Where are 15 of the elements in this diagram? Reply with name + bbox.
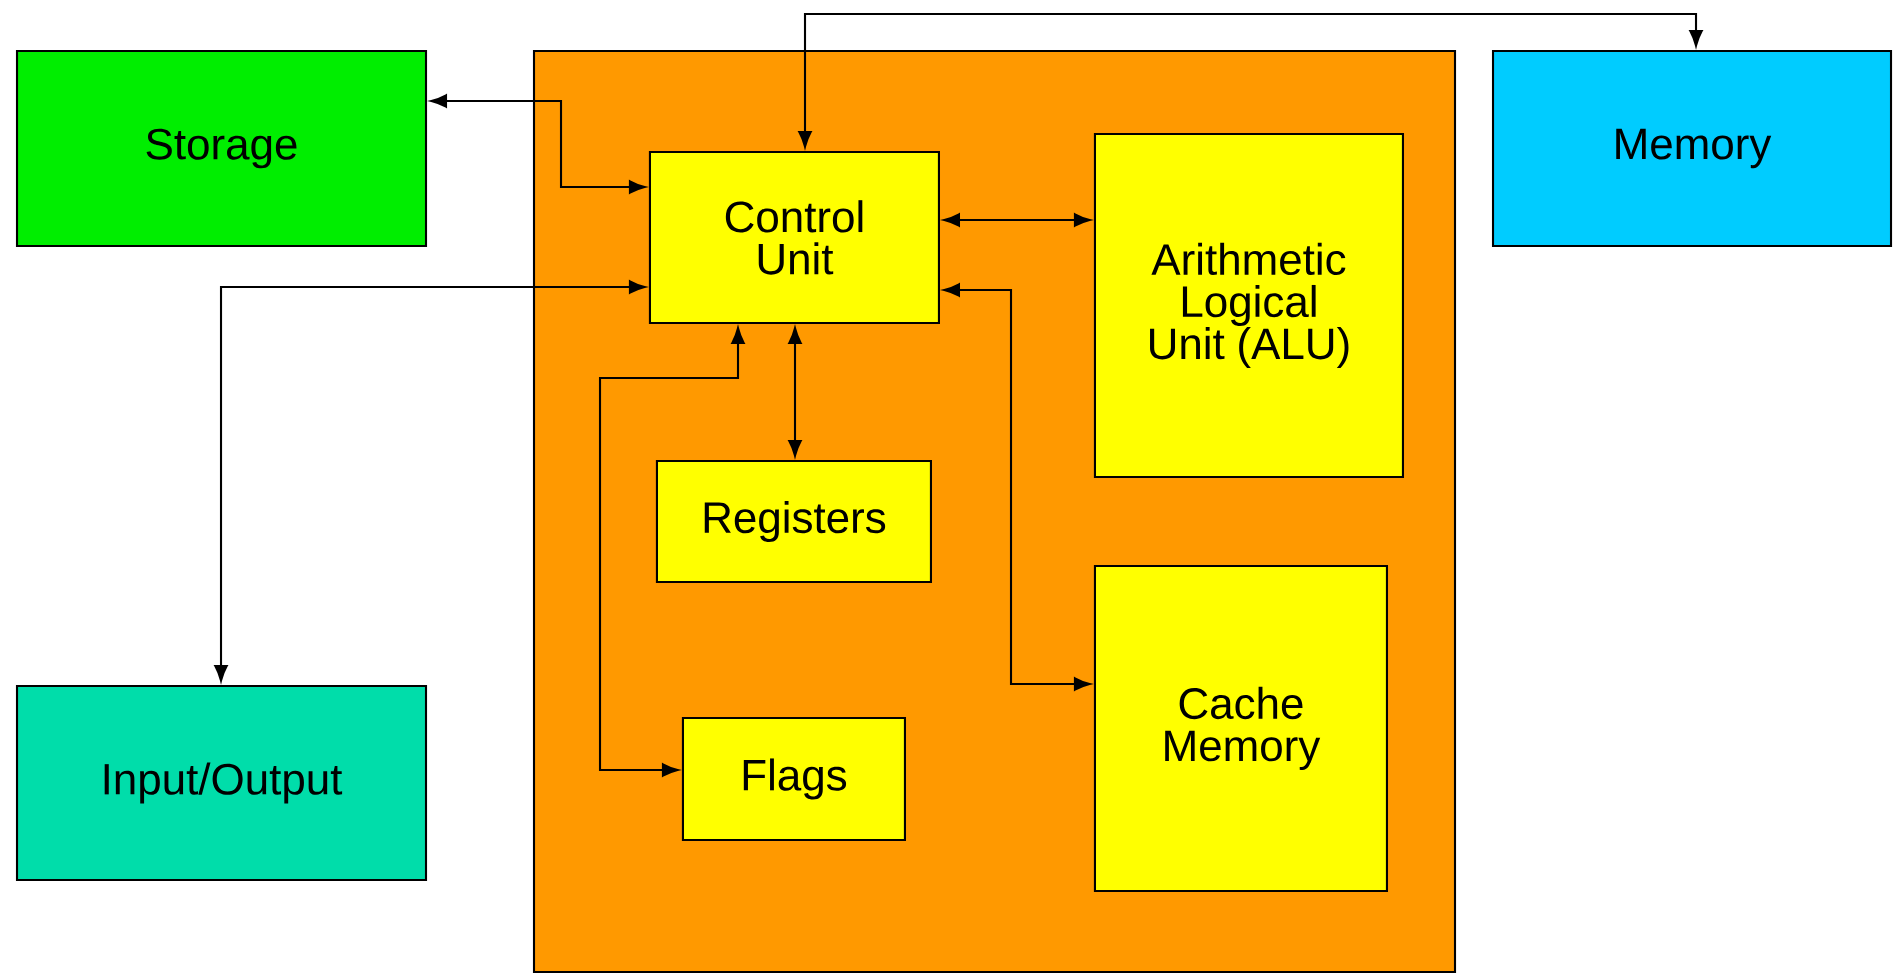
process-box: Cache Memory — [1093, 564, 1388, 892]
arrow — [943, 283, 1091, 691]
arrow — [788, 327, 802, 457]
process-box: Registers — [655, 459, 932, 583]
arrow — [798, 12, 1703, 148]
arrow — [943, 213, 1091, 227]
process-box: Storage — [15, 49, 428, 248]
arrow — [430, 94, 646, 194]
process-box: Flags — [681, 716, 906, 841]
process-box: Arithmetic Logical Unit (ALU) — [1093, 132, 1404, 478]
process-box: Input/Output — [15, 684, 428, 882]
process-box: Memory — [1491, 49, 1893, 248]
arrow — [214, 280, 646, 682]
process-box: Control Unit — [648, 150, 940, 324]
arrow — [598, 327, 745, 777]
